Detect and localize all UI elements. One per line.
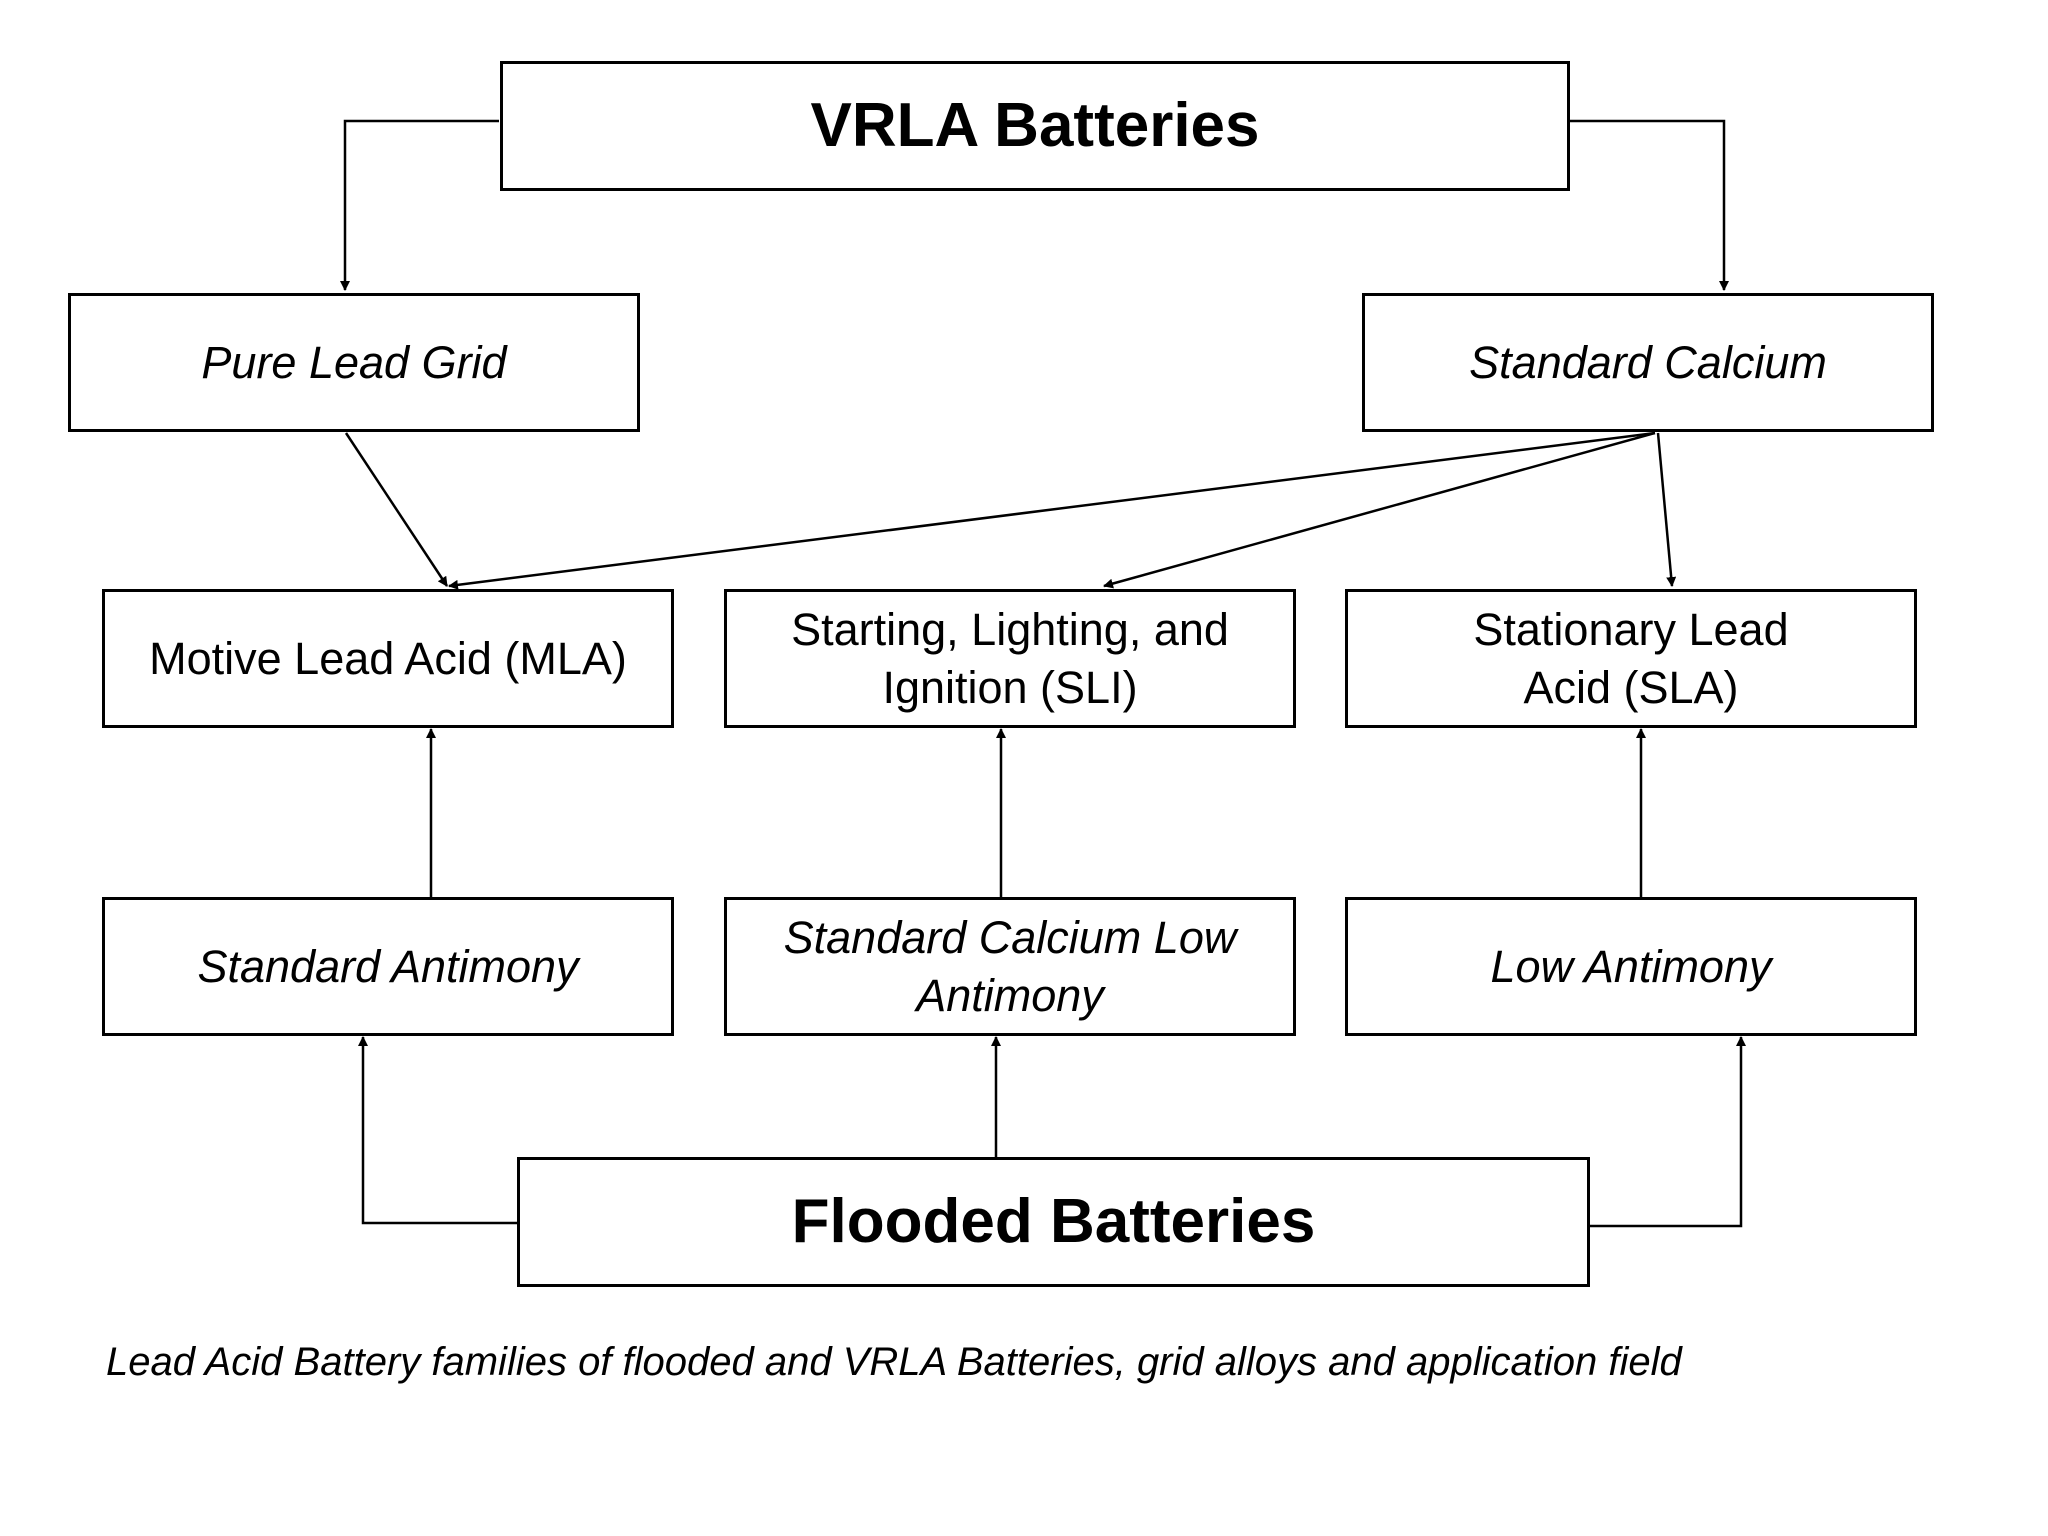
node-starting-lighting-ignition: Starting, Lighting, and Ignition (SLI) (724, 589, 1296, 728)
node-starting-lighting-ignition-label: Starting, Lighting, and Ignition (SLI) (791, 603, 1229, 713)
edge-vrla-to-pure-lead-grid (340, 119, 499, 291)
node-standard-calcium-low-antimony: Standard Calcium Low Antimony (724, 897, 1296, 1036)
edge-standard-calcium-to-sla (1656, 432, 1677, 587)
node-flooded-batteries: Flooded Batteries (517, 1157, 1590, 1287)
edge-vrla-to-standard-calcium (1568, 119, 1729, 291)
node-vrla-batteries-label: VRLA Batteries (810, 91, 1260, 161)
node-low-antimony: Low Antimony (1345, 897, 1917, 1036)
node-stationary-lead-acid-label: Stationary Lead Acid (SLA) (1473, 603, 1789, 713)
figure-caption: Lead Acid Battery families of flooded an… (106, 1340, 1682, 1384)
node-vrla-batteries: VRLA Batteries (500, 61, 1570, 191)
node-standard-calcium: Standard Calcium (1362, 293, 1934, 432)
node-standard-calcium-label: Standard Calcium (1469, 336, 1827, 388)
edge-standard-calcium-to-sli (1103, 431, 1656, 589)
node-stationary-lead-acid: Stationary Lead Acid (SLA) (1345, 589, 1917, 728)
node-standard-calcium-low-antimony-label: Standard Calcium Low Antimony (783, 911, 1237, 1021)
node-pure-lead-grid: Pure Lead Grid (68, 293, 640, 432)
node-motive-lead-acid-label: Motive Lead Acid (MLA) (149, 632, 627, 684)
edge-pure-lead-grid-to-mla (344, 432, 449, 587)
edge-flooded-to-standard-antimony (358, 1036, 517, 1225)
node-low-antimony-label: Low Antimony (1490, 940, 1772, 992)
node-pure-lead-grid-label: Pure Lead Grid (201, 336, 507, 388)
node-standard-antimony-label: Standard Antimony (197, 940, 579, 992)
edge-standard-calcium-to-mla (448, 431, 1656, 590)
edge-flooded-to-low-antimony (1589, 1036, 1746, 1228)
node-motive-lead-acid: Motive Lead Acid (MLA) (102, 589, 674, 728)
node-flooded-batteries-label: Flooded Batteries (791, 1187, 1316, 1257)
node-standard-antimony: Standard Antimony (102, 897, 674, 1036)
